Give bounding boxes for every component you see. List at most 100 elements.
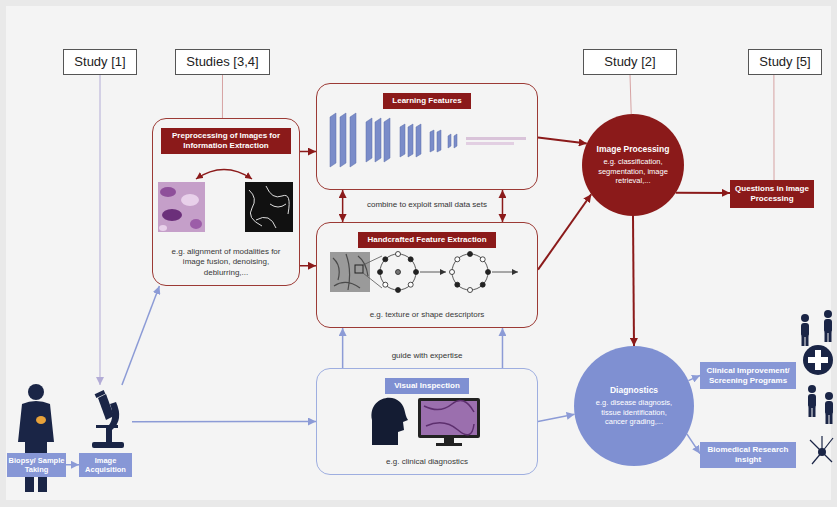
person-leg — [830, 414, 833, 424]
dense-layer — [466, 137, 526, 140]
descriptor-arrow — [420, 272, 446, 273]
connector-arrow — [122, 286, 159, 385]
descriptor-dot — [468, 252, 473, 257]
cnn-layer — [350, 113, 356, 167]
zoom-line — [363, 273, 382, 288]
cnn-layer — [454, 134, 457, 148]
circle-fill — [574, 346, 694, 466]
box-label: Image Acquisition — [79, 453, 132, 477]
output-box: Questions in Image Processing — [730, 180, 814, 208]
descriptor-dot — [450, 270, 455, 275]
connector-arrow — [633, 216, 634, 346]
cnn-layer — [448, 134, 451, 148]
screen-tissue — [424, 400, 474, 434]
descriptor-dot — [383, 282, 388, 287]
study-box: Studies [3,4] — [175, 49, 270, 75]
descriptor-dot — [408, 257, 413, 262]
box-text: e.g. disease diagnosis, tissue identific… — [592, 398, 676, 427]
connector-arrow — [342, 328, 344, 368]
descriptor-dot — [455, 282, 460, 287]
people-icons — [801, 310, 833, 424]
cnn-layer — [384, 118, 390, 162]
box-label: Biomedical Research insight — [704, 445, 792, 464]
descriptor-ring — [452, 254, 488, 290]
process-circle: Diagnostics e.g. disease diagnosis, tissu… — [574, 346, 694, 466]
monitor-screen — [421, 401, 477, 435]
process-panel: Learning Features — [316, 83, 538, 190]
connector-arrow — [99, 75, 100, 385]
person-body — [18, 401, 54, 492]
cnn-layer — [330, 113, 336, 167]
descriptor-dot — [396, 252, 401, 257]
person-head — [825, 392, 833, 400]
box-label: Study [5] — [759, 54, 810, 70]
box-heading: Visual Inspection — [385, 378, 469, 394]
descriptor-dot — [486, 270, 491, 275]
cnn-layer — [437, 130, 441, 152]
person-leg — [806, 336, 809, 346]
study-box: Study [5] — [748, 49, 822, 75]
box-label: Biopsy/ Sample Taking — [7, 453, 66, 477]
connector-arrow — [538, 138, 587, 144]
person-head — [824, 310, 832, 318]
output-box: Clinical Improvement/ Screening Programs — [700, 362, 796, 389]
neuron-icon — [810, 436, 833, 464]
study-box: Study [2] — [583, 49, 677, 75]
connector-arrow — [66, 464, 79, 466]
connector-arrow — [688, 376, 700, 381]
box-label: Study [2] — [604, 54, 655, 70]
descriptor-dot — [383, 257, 388, 262]
descriptor-dot — [396, 288, 401, 293]
box-heading: Diagnostics — [610, 385, 658, 395]
person-head — [28, 384, 44, 400]
texture-detail — [333, 254, 368, 290]
box-heading: Handcrafted Feature Extraction — [358, 232, 495, 248]
person-body — [808, 394, 816, 408]
tissue-blob — [160, 187, 176, 197]
connector-arrow — [342, 190, 344, 222]
box-text: e.g. alignment of modalities for image f… — [161, 247, 291, 278]
cnn-layer — [400, 124, 405, 157]
process-panel: Handcrafted Feature Extraction e.g. textu… — [316, 222, 538, 328]
alignment-arrow — [196, 170, 252, 180]
descriptor-dot — [378, 270, 383, 275]
person-leg — [826, 414, 829, 424]
icon-box: Image Acquisition — [79, 385, 132, 477]
process-circle: Image Processinge.g. classification, seg… — [582, 114, 684, 216]
connector-arrow — [630, 75, 631, 114]
descriptor-dot — [480, 282, 485, 287]
person-leg — [829, 332, 832, 342]
descriptor-dot — [408, 282, 413, 287]
connector-arrow — [300, 265, 316, 267]
person-leg — [802, 336, 805, 346]
circle-fill — [582, 114, 684, 216]
head-silhouette — [372, 398, 408, 445]
process-panel: Preprocessing of Images for Information … — [152, 118, 300, 286]
descriptor-dot — [468, 288, 473, 293]
edge-structure — [249, 186, 289, 228]
descriptor-dot — [396, 270, 401, 275]
box-heading: Preprocessing of Images for Information … — [161, 128, 291, 154]
cnn-layer — [430, 130, 434, 152]
process-panel: Visual Inspection e.g. clinical diagnosti… — [316, 368, 538, 475]
connector-arrow — [502, 328, 504, 368]
zoom-line — [363, 256, 382, 265]
tissue-blob — [159, 225, 167, 231]
annotation-label: guide with expertise — [352, 351, 502, 361]
descriptor-dot — [455, 257, 460, 262]
person-head — [801, 314, 809, 322]
tissue-blob — [181, 194, 199, 206]
box-text: e.g. clinical diagnostics — [386, 457, 468, 467]
connector-arrow — [773, 75, 774, 180]
tissue-blob — [190, 219, 202, 229]
box-text: e.g. texture or shape descriptors — [370, 310, 485, 320]
microscope-stage — [96, 425, 118, 428]
person-head — [808, 385, 816, 393]
monitor-base — [436, 443, 462, 446]
descriptor-ring — [380, 254, 416, 290]
descriptor-dot — [480, 257, 485, 262]
person-leg — [809, 407, 812, 417]
